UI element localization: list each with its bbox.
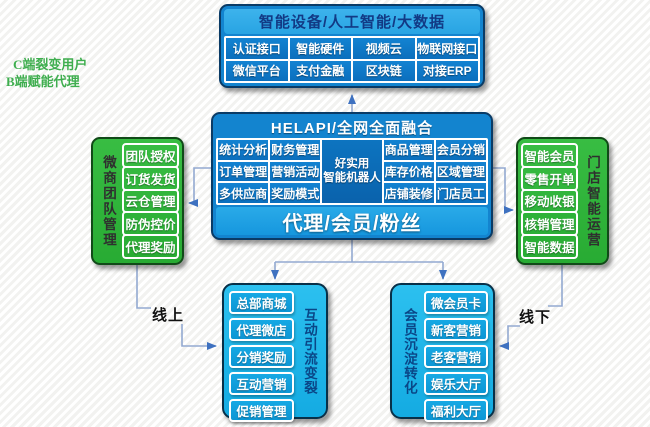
bottom-right-item: 新客营销 xyxy=(424,318,488,341)
robot-line-1: 好实用 xyxy=(334,158,370,171)
right-box-item: 智能会员 xyxy=(521,143,578,168)
bottom-right-label-wrap: 会员沉淀转化 xyxy=(397,291,421,411)
top-box-cell: 视频云 xyxy=(353,38,415,59)
bottom-left-item: 代理微店 xyxy=(229,318,294,341)
top-box-cell: 微信平台 xyxy=(226,60,288,81)
offline-label: 线下 xyxy=(519,309,552,326)
top-box-cell: 支付金融 xyxy=(289,60,351,81)
bottom-left-item: 分销奖励 xyxy=(229,345,294,368)
bottom-left-item: 促销管理 xyxy=(229,399,294,422)
connector-online-to-bottom-left xyxy=(181,324,217,350)
left-box-label-wrap: 微商团队管理 xyxy=(96,143,120,259)
right-box-store-operation: 智能会员 零售开单 移动收银 核销管理 智能数据 门店智能运营 xyxy=(516,137,609,265)
top-box-smart-devices: 智能设备/人工智能/大数据 认证接口 智能硬件 视频云 物联网接口 微信平台 支… xyxy=(219,4,485,88)
center-box-helapi: HELAPI/全网全面融合 统计分析 财务管理 订单管理 营销活动 多供应商 奖… xyxy=(211,112,493,240)
bottom-left-item: 互动营销 xyxy=(229,372,294,395)
left-box-item: 代理奖励 xyxy=(122,234,179,259)
bottom-left-items: 总部商城 代理微店 分销奖励 互动营销 促销管理 xyxy=(229,291,294,422)
bottom-left-label-wrap: 互动引流变裂 xyxy=(297,291,321,411)
center-cell: 财务管理 xyxy=(270,140,321,160)
right-box-label: 门店智能运营 xyxy=(585,154,600,248)
bottom-left-item: 总部商城 xyxy=(229,291,294,314)
bottom-right-item: 福利大厅 xyxy=(424,399,488,422)
left-box-wechat-team: 微商团队管理 团队授权 订货发货 云仓管理 防伪控价 代理奖励 xyxy=(91,137,184,265)
top-box-cell: 对接ERP xyxy=(416,60,478,81)
connector-left-to-online xyxy=(136,265,151,309)
top-box-cell: 认证接口 xyxy=(226,38,288,59)
center-cell: 库存价格 xyxy=(383,161,434,182)
side-annotation: C端裂变用户 B端赋能代理 xyxy=(6,56,87,90)
center-cell: 会员分销 xyxy=(435,140,486,160)
center-cell: 营销活动 xyxy=(270,161,321,182)
left-box-item: 团队授权 xyxy=(122,143,179,168)
right-box-items: 智能会员 零售开单 移动收银 核销管理 智能数据 xyxy=(521,143,578,259)
center-cell: 门店员工 xyxy=(435,183,486,203)
top-box-title: 智能设备/人工智能/大数据 xyxy=(224,9,480,34)
center-cell: 订单管理 xyxy=(218,161,269,182)
connector-offline-to-bottom-right xyxy=(499,325,520,350)
center-cell: 区域管理 xyxy=(435,161,486,182)
center-cell: 店铺装修 xyxy=(383,183,434,203)
center-box-header: HELAPI/全网全面融合 xyxy=(270,120,434,137)
bottom-right-label: 会员沉淀转化 xyxy=(402,307,417,395)
bottom-left-box-traffic: 总部商城 代理微店 分销奖励 互动营销 促销管理 互动引流变裂 xyxy=(222,283,328,422)
bottom-right-item: 娱乐大厅 xyxy=(424,372,488,395)
robot-line-2: 智能机器人 xyxy=(323,172,381,185)
center-cell: 统计分析 xyxy=(218,140,269,160)
bottom-right-box-member: 会员沉淀转化 微会员卡 新客营销 老客营销 娱乐大厅 福利大厅 xyxy=(390,283,495,422)
left-box-item: 云仓管理 xyxy=(122,188,179,214)
center-box-grid: 统计分析 财务管理 订单管理 营销活动 多供应商 奖励模式 好实用 智能机器人 … xyxy=(216,138,488,205)
connector-center-to-right xyxy=(493,167,514,214)
left-box-item: 订货发货 xyxy=(122,165,179,191)
center-cell: 奖励模式 xyxy=(270,183,321,203)
right-box-item: 核销管理 xyxy=(521,211,578,237)
online-label: 线上 xyxy=(152,307,185,324)
bottom-right-item: 微会员卡 xyxy=(424,291,488,314)
bottom-right-items: 微会员卡 新客营销 老客营销 娱乐大厅 福利大厅 xyxy=(424,291,488,422)
right-box-item: 移动收银 xyxy=(521,188,578,214)
connector-center-split xyxy=(275,240,443,263)
left-box-label: 微商团队管理 xyxy=(101,154,116,248)
connector-center-to-left xyxy=(188,167,211,207)
connector-right-to-offline xyxy=(548,265,563,307)
annotation-line-1: C端裂变用户 xyxy=(13,57,88,72)
center-robot-cell: 好实用 智能机器人 xyxy=(322,140,382,203)
top-box-cell: 物联网接口 xyxy=(416,38,478,59)
center-box-footer: 代理/会员/粉丝 xyxy=(216,207,488,235)
center-cell: 商品管理 xyxy=(383,140,434,160)
top-box-grid: 认证接口 智能硬件 视频云 物联网接口 微信平台 支付金融 区块链 对接ERP xyxy=(224,36,480,83)
bottom-right-item: 老客营销 xyxy=(424,345,488,368)
right-box-item: 智能数据 xyxy=(521,234,578,259)
left-box-items: 团队授权 订货发货 云仓管理 防伪控价 代理奖励 xyxy=(122,143,179,259)
left-box-item: 防伪控价 xyxy=(122,211,179,237)
top-box-cell: 智能硬件 xyxy=(289,38,351,59)
annotation-line-2: B端赋能代理 xyxy=(6,74,80,89)
top-box-cell: 区块链 xyxy=(353,60,415,81)
center-cell: 多供应商 xyxy=(218,183,269,203)
right-box-label-wrap: 门店智能运营 xyxy=(580,143,604,259)
bottom-left-label: 互动引流变裂 xyxy=(302,307,317,395)
right-box-item: 零售开单 xyxy=(521,165,578,191)
